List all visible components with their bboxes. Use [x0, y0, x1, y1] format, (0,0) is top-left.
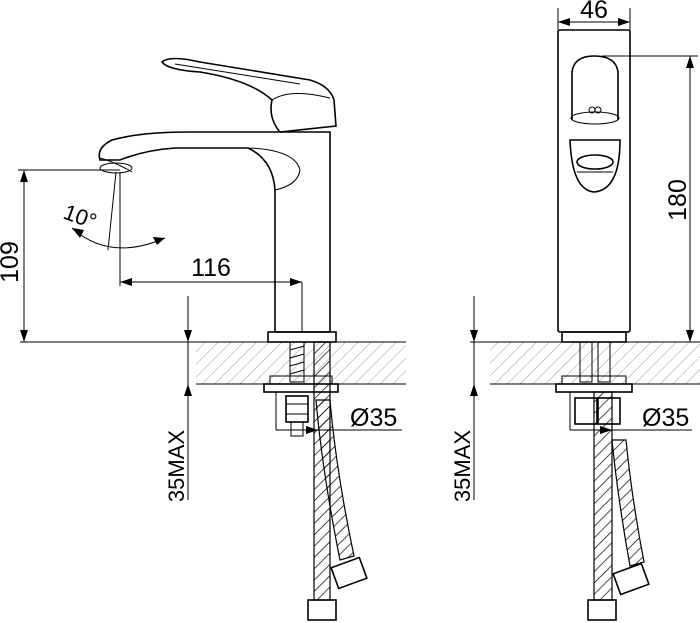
dim-body-width: 46: [580, 0, 608, 24]
side-view: 109 116 10° Ø35 35MAX: [0, 57, 406, 621]
aerator-front: [576, 154, 614, 170]
lever-handle-front: [571, 55, 619, 120]
hose-right-b: [611, 439, 645, 567]
hose-left-b: [315, 399, 355, 561]
dim-max-counter-right: 35MAX: [450, 430, 475, 502]
dim-mount-hole-right: Ø35: [642, 404, 689, 432]
mounting-nut-left: [285, 395, 309, 423]
dim-total-height: 180: [664, 179, 692, 221]
dim-spout-height: 109: [0, 241, 24, 283]
countertop-right: [490, 342, 700, 384]
dim-max-counter-left: 35MAX: [164, 430, 189, 502]
faucet-body-side: [98, 131, 331, 333]
dim-spout-reach: 116: [191, 254, 231, 282]
dim-spout-angle: 10°: [60, 199, 100, 234]
hose-right-a: [593, 391, 613, 601]
faucet-body-front: [557, 29, 631, 333]
front-view: 46 180 Ø35 35MAX: [450, 0, 700, 621]
lever-handle-side: [160, 57, 337, 133]
base-plate-left: [267, 331, 337, 343]
base-plate-right: [561, 331, 627, 343]
dim-mount-hole-left: Ø35: [350, 404, 397, 432]
